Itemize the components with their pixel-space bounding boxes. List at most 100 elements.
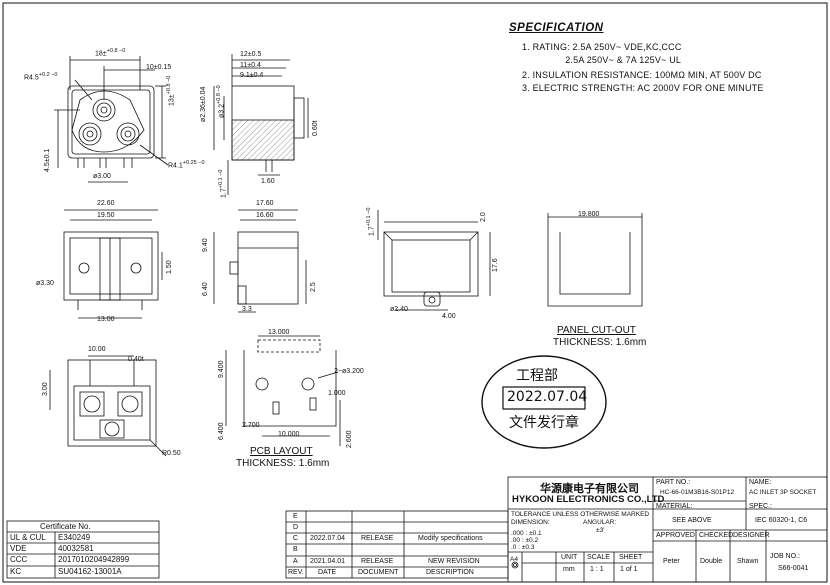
rev-2-date: 2022.07.04 — [310, 535, 346, 542]
top-h1: 1.50 — [166, 260, 173, 274]
title-block — [507, 476, 828, 583]
side-d8: 1.60 — [261, 178, 275, 185]
cert-header: Certificate No. — [40, 522, 91, 531]
back-dia: ø2.40 — [390, 306, 408, 313]
back-h2: 2.0 — [480, 212, 487, 222]
part-no: HC-66-01M3B16-S01P12 — [660, 489, 735, 496]
panel-label: PANEL CUT-OUT — [557, 325, 636, 336]
back-h1: 1.7+0.1 −0 — [366, 207, 376, 236]
rev-4-doc: RELEASE — [361, 558, 394, 565]
scale-label: SCALE — [587, 554, 610, 561]
company-cn: 华源康电子有限公司 — [540, 483, 639, 495]
approved-value: Peter — [663, 558, 680, 565]
job-label: JOB NO.: — [770, 553, 800, 560]
rev-1-rev: D — [293, 524, 299, 531]
rev-2-desc: Modify specifications — [418, 535, 483, 542]
tolerance-title: TOLERANCE UNLESS OTHERWISE MARKED — [511, 511, 650, 518]
cert-name-1: VDE — [10, 544, 27, 553]
rev-4-rev: A — [293, 558, 298, 565]
tol-3: .0 : ±0.3 — [511, 544, 535, 551]
rev-4-date: 2021.04.01 — [310, 558, 346, 565]
cert-name-3: KC — [10, 567, 22, 576]
rev-2-doc: RELEASE — [361, 535, 394, 542]
side-d5: ø3.2+0.8 −0 — [216, 85, 226, 118]
top-dia: ø3.30 — [36, 280, 54, 287]
spec-value: IEC 60320-1, C6 — [755, 517, 808, 524]
unit-value: mm — [563, 566, 575, 573]
cert-value-3: SU04162-13001A — [58, 567, 122, 576]
pcb-layout — [225, 335, 341, 446]
checked-label: CHECKED — [699, 532, 734, 539]
approved-label: APPROVED — [656, 532, 695, 539]
unit-label: UNIT — [561, 554, 578, 561]
side2-w1: 17.60 — [256, 200, 274, 207]
front-dim-r-bottom: R4.1+0.25 −0 — [168, 160, 205, 170]
name-label: NAME: — [749, 479, 772, 486]
front-dim-left: 4.5±0.1 — [44, 148, 51, 172]
designer-label: DESIGNER — [733, 532, 770, 539]
angular-value: ±3' — [596, 527, 605, 534]
pcb-d3: 10.000 — [278, 431, 300, 438]
job-value: S66-0041 — [778, 565, 809, 572]
panel-width: 19.800 — [578, 211, 600, 218]
pcb-h1: 9.400 — [218, 360, 225, 378]
rev-header-rev: REV. — [288, 569, 304, 576]
top-w2: 19.50 — [97, 212, 115, 219]
back-w1: 4.00 — [442, 313, 456, 320]
front-dim-width: 18±+0.8 −0 — [95, 48, 126, 58]
designer-value: Shawn — [737, 558, 759, 565]
spec-line-1: 1. RATING: 2.5A 250V~ VDE,KC,CCC — [522, 42, 682, 52]
bottom-w2: 0.40t — [128, 356, 144, 363]
front-dim-offset: 10±0.15 — [146, 64, 172, 71]
side-view-2 — [213, 209, 307, 313]
scale-value: 1 : 1 — [590, 566, 604, 573]
cert-value-2: 2017010204942899 — [58, 555, 130, 564]
bottom-r: R0.50 — [162, 450, 181, 457]
pcb-h2: 6.400 — [218, 422, 225, 440]
rev-4-desc: NEW REVISION — [428, 558, 480, 565]
pcb-d1: 1.000 — [328, 390, 346, 397]
spec-line-2: 2.5A 250V~ & 7A 125V~ UL — [522, 55, 682, 65]
issue-stamp — [481, 355, 607, 449]
cert-name-2: CCC — [10, 555, 28, 564]
material-label: MATERIAL: — [656, 503, 693, 510]
rev-header-date: DATE — [318, 569, 337, 576]
side-d2: 11±0.4 — [240, 62, 261, 69]
checked-value: Double — [700, 558, 723, 565]
spec-label: SPEC.: — [749, 503, 772, 510]
front-view — [54, 56, 169, 183]
stamp-date: 2022.07.04 — [507, 389, 588, 405]
front-dim-pin: ø3.00 — [93, 173, 111, 180]
top-w1: 22.60 — [97, 200, 115, 207]
side-view — [213, 54, 309, 195]
side2-w3: 3.3 — [242, 306, 252, 313]
back-view — [377, 210, 491, 311]
side2-h2: 6.40 — [202, 282, 209, 296]
company-en: HYKOON ELECTRONICS CO.,LTD — [512, 494, 665, 505]
top-w3: 13.00 — [97, 316, 115, 323]
side-d1: 12±0.5 — [240, 51, 262, 58]
stamp-bottom: 文件发行章 — [509, 415, 579, 431]
sheet-label: SHEET — [619, 554, 643, 561]
rev-header-desc: DESCRIPTION — [426, 569, 474, 576]
bottom-view — [49, 355, 167, 457]
side-d4: ø2.36±0.04 — [200, 86, 207, 122]
spec-line-4: 3. ELECTRIC STRENGTH: AC 2000V FOR ONE M… — [522, 83, 764, 93]
rev-2-rev: C — [293, 535, 299, 542]
bottom-h1: 3.00 — [42, 382, 49, 396]
pcb-holes: 2−ø3.200 — [334, 368, 364, 375]
cert-value-1: 40032581 — [58, 544, 94, 553]
spec-line-3: 2. INSULATION RESISTANCE: 100MΩ MIN, AT … — [522, 70, 762, 80]
top-view — [63, 209, 163, 319]
front-dim-height: 13±+0.8 −0 — [166, 75, 176, 106]
revision-table — [285, 510, 509, 579]
material-value: SEE ABOVE — [672, 517, 712, 524]
side-d6: 0.60t — [312, 120, 319, 136]
pcb-label: PCB LAYOUT — [250, 446, 313, 457]
tol-2: .00 : ±0.2 — [511, 537, 539, 544]
tol-1: .000 : ±0.1 — [511, 530, 542, 537]
pcb-d2: 2.700 — [242, 422, 260, 429]
certificate-table — [6, 520, 160, 579]
